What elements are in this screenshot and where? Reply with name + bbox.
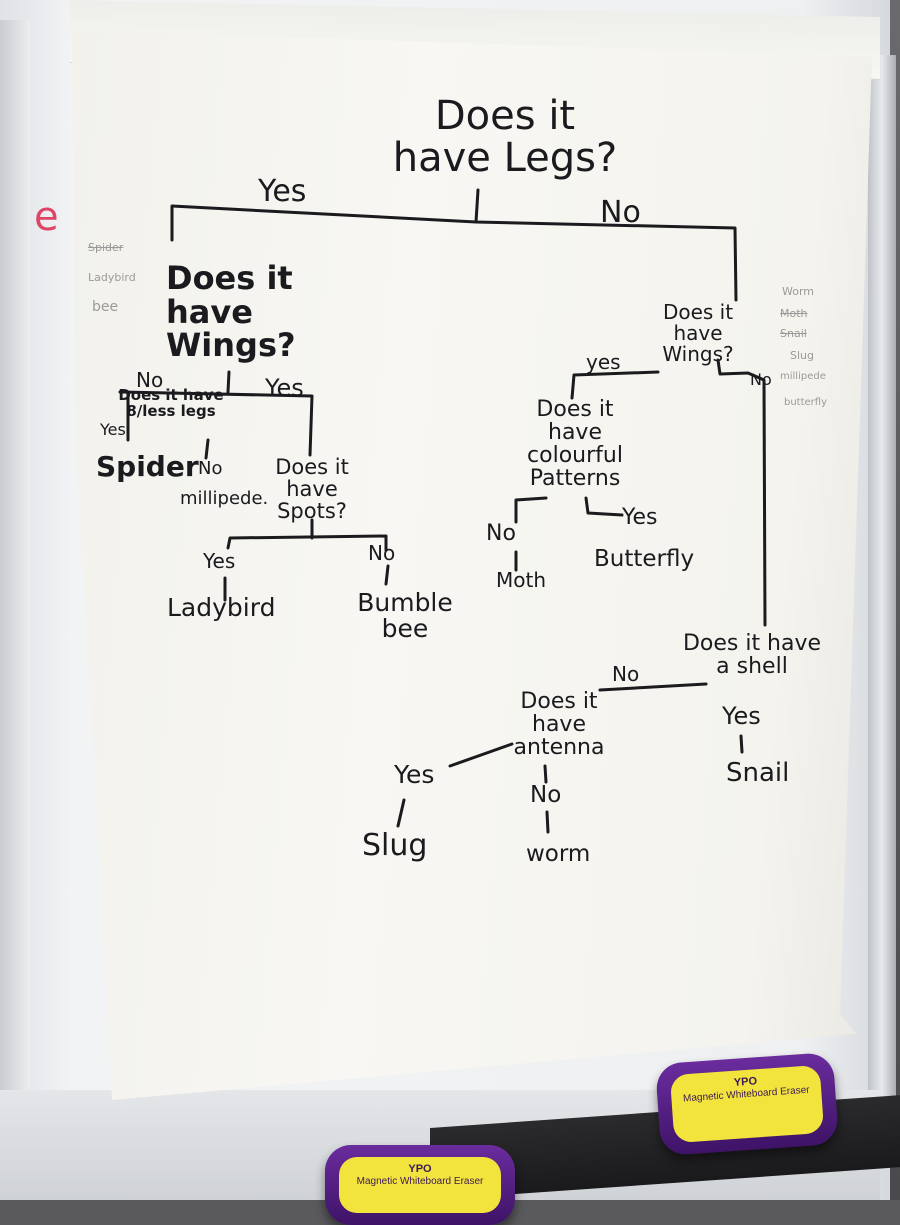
- margin-note-right-2: Moth: [780, 307, 808, 320]
- margin-note-right-6: butterfly: [784, 397, 828, 408]
- answer-spider: Spider: [96, 450, 199, 483]
- antenna-no-label: No: [530, 782, 562, 808]
- spots-yes-label: Yes: [203, 549, 236, 573]
- shell-no-label: No: [612, 662, 640, 686]
- legs-wings-question: Does it have Wings?: [166, 259, 296, 365]
- margin-note-right-1: Worm: [782, 285, 815, 298]
- margin-note-left-2: Ladybird: [88, 271, 136, 284]
- shell-yes-label: Yes: [722, 702, 761, 730]
- eraser-label-lower: Magnetic Whiteboard Eraser: [356, 1176, 484, 1187]
- legs-wings-no-label: No: [136, 368, 164, 392]
- margin-note-right-5: millipede: [780, 371, 826, 382]
- answer-slug: Slug: [362, 828, 428, 863]
- whiteboard-eraser-lower[interactable]: YPO Magnetic Whiteboard Eraser: [325, 1145, 515, 1225]
- connector-root-bar: [170, 204, 738, 302]
- eight-legs-no-label: No: [198, 458, 223, 479]
- answer-ladybird: Ladybird: [167, 593, 276, 622]
- flowchart-connectors: [118, 188, 767, 834]
- eight-legs-yes-label: Yes: [100, 420, 126, 439]
- margin-note-left-1: Spider: [88, 241, 124, 254]
- eraser-label-panel-lower: YPO Magnetic Whiteboard Eraser: [339, 1157, 501, 1213]
- margin-note-right-3: Snail: [780, 327, 807, 340]
- answer-snail: Snail: [726, 758, 790, 788]
- connector-legs-wings-stem: [226, 370, 231, 394]
- nolegs-wings-yes-label: yes: [586, 350, 621, 374]
- root-no-label: No: [600, 195, 641, 230]
- patterns-no-label: No: [486, 521, 516, 546]
- board-frame-left: [0, 20, 30, 1200]
- spots-no-label: No: [368, 541, 396, 565]
- connector-snail-stem: [739, 734, 744, 754]
- connector-nolegs-wings-yes: [570, 370, 660, 400]
- nolegs-wings-no-label: No: [750, 370, 772, 389]
- nolegs-wings-question: Does it have Wings?: [662, 300, 734, 366]
- eraser-brand-lower: YPO: [408, 1163, 432, 1175]
- shell-question: Does it have a shell: [682, 631, 822, 680]
- board-frame-right: [868, 55, 896, 1155]
- connector-8legs-no-stem: [204, 438, 210, 460]
- board-marker-mark: e: [34, 194, 59, 240]
- legs-wings-yes-label: Yes: [265, 374, 304, 402]
- connector-spots-bar: [226, 534, 388, 552]
- patterns-question: Does it have colourful Patterns: [527, 397, 623, 492]
- root-yes-label: Yes: [258, 174, 307, 209]
- margin-note-right-4: Slug: [790, 349, 814, 362]
- antenna-question: Does it have antenna: [513, 689, 605, 761]
- connector-legs-wings-bar: [118, 390, 314, 457]
- answer-bumble-bee: Bumble bee: [357, 588, 453, 644]
- eight-legs-question: Does it have 8/less legs: [118, 386, 224, 420]
- antenna-yes-label: Yes: [394, 760, 435, 789]
- connector-shell-no: [598, 682, 708, 692]
- margin-note-left-3: bee: [92, 299, 119, 315]
- connector-nolegs-wings-no: [716, 358, 767, 627]
- connector-patterns-no: [514, 496, 548, 524]
- connector-bumblebee-stem: [384, 564, 390, 586]
- whiteboard-eraser[interactable]: YPO Magnetic Whiteboard Eraser: [655, 1051, 839, 1157]
- spots-question: Does it have Spots?: [275, 455, 349, 524]
- eraser-label-panel: YPO Magnetic Whiteboard Eraser: [669, 1064, 825, 1144]
- answer-worm: worm: [526, 841, 591, 867]
- connector-antenna-no: [543, 764, 548, 784]
- answer-millipede: millipede.: [180, 488, 269, 509]
- answer-moth: Moth: [496, 568, 547, 592]
- connector-patterns-yes: [584, 496, 624, 517]
- connector-root-stem: [474, 188, 480, 224]
- answer-butterfly: Butterfly: [594, 546, 695, 572]
- connector-worm-stem: [545, 810, 550, 834]
- patterns-yes-label: Yes: [622, 505, 658, 530]
- connector-slug-stem: [396, 798, 406, 828]
- root-question: Does it have Legs?: [392, 93, 618, 181]
- connector-antenna-yes: [448, 742, 514, 768]
